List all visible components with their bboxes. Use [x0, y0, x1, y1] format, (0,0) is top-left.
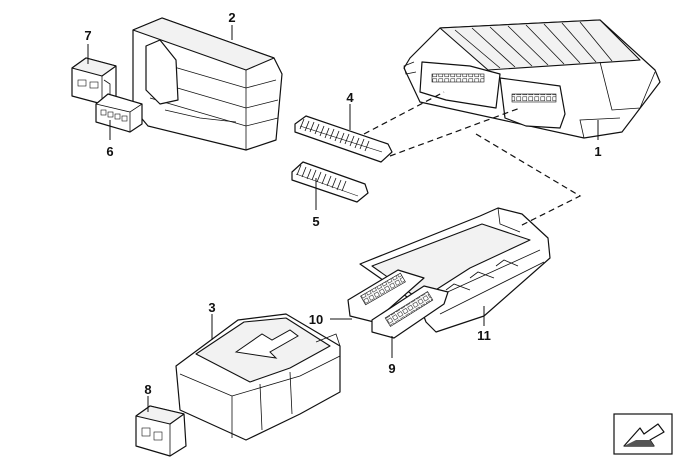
callout-5: 5: [312, 214, 319, 229]
callout-11: 11: [477, 328, 491, 343]
callout-1: 1: [594, 144, 601, 159]
part-connector-9[interactable]: [371, 285, 449, 339]
callout-10: 10: [309, 312, 323, 327]
callout-4: 4: [346, 90, 354, 105]
part-connector-strip-5[interactable]: [291, 161, 369, 203]
callout-8: 8: [144, 382, 151, 397]
part-connector-housing[interactable]: [132, 17, 283, 151]
part-relay-socket-8[interactable]: [135, 405, 187, 457]
callout-3: 3: [208, 300, 215, 315]
part-control-unit[interactable]: [403, 19, 661, 139]
callout-6: 6: [106, 144, 113, 159]
leader-lines: [87, 25, 599, 412]
part-cover-3[interactable]: [175, 313, 341, 441]
part-connector-10[interactable]: [347, 269, 425, 323]
direction-arrow-icon: [613, 413, 673, 455]
callout-9: 9: [388, 361, 395, 376]
callout-2: 2: [228, 10, 235, 25]
part-connector-strip-4[interactable]: [294, 115, 393, 163]
callout-7: 7: [84, 28, 91, 43]
part-small-plug-6[interactable]: [95, 93, 143, 133]
assembly-lines: [363, 91, 582, 227]
